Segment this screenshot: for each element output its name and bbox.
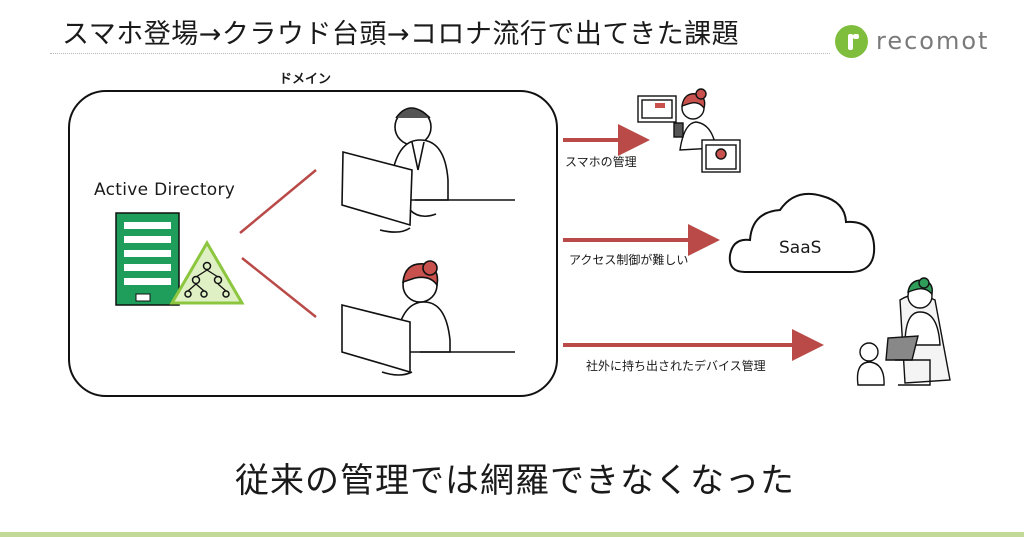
- connector-line: [241, 257, 317, 318]
- arrow-label-saas: アクセス制御が難しい: [569, 253, 689, 267]
- remote-worker-icon: [885, 277, 951, 386]
- domain-boundary: [68, 90, 558, 397]
- directory-tree-icon: [169, 240, 245, 305]
- slide-title: スマホ登場→クラウド台頭→コロナ流行で出てきた課題: [62, 19, 740, 50]
- bottom-accent-bar: [0, 532, 1024, 537]
- conclusion-text: 従来の管理では網羅できなくなった: [235, 461, 795, 501]
- logo-text: recomot: [876, 27, 990, 55]
- server-icon: [115, 212, 180, 306]
- baby-icon: [856, 342, 885, 386]
- logo-mark-icon: [835, 24, 868, 58]
- connector-line: [239, 169, 317, 234]
- recomot-logo: recomot: [835, 24, 989, 58]
- domain-label: ドメイン: [279, 72, 332, 87]
- smartphone-user-icon: [637, 88, 741, 173]
- office-worker-female-icon: [341, 260, 515, 376]
- cloud-icon: [728, 192, 876, 273]
- arrow-label-smartphone: スマホの管理: [565, 155, 637, 169]
- title-divider: [50, 53, 830, 54]
- arrow-label-remote: 社外に持ち出されたデバイス管理: [586, 359, 766, 373]
- saas-label: SaaS: [779, 238, 822, 258]
- office-worker-male-icon: [341, 107, 515, 233]
- active-directory-label: Active Directory: [94, 180, 236, 200]
